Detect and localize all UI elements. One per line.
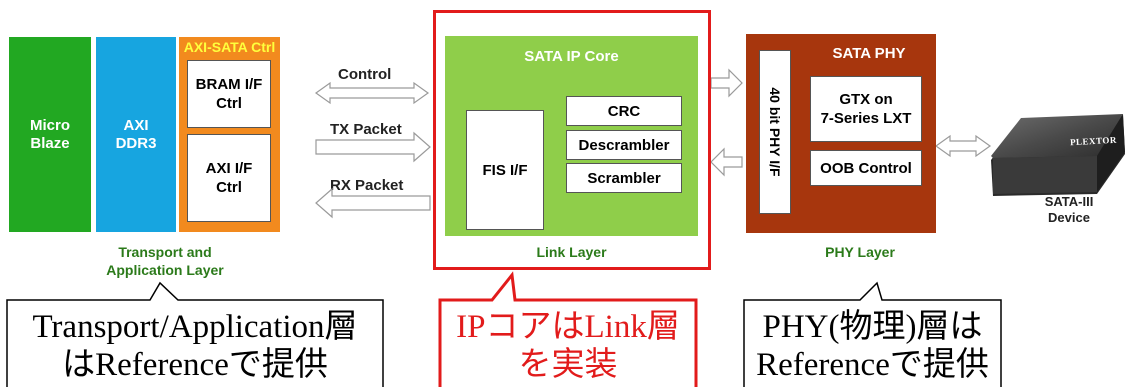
sata-ip-core-title: SATA IP Core — [524, 47, 619, 65]
middle-callout-bubble — [438, 271, 698, 387]
phy-to-core-arrow — [710, 147, 743, 177]
descrambler-box: Descrambler — [566, 130, 682, 160]
phy-if-box: 40 bit PHY I/F — [759, 50, 791, 214]
microblaze-label: Micro Blaze — [29, 116, 70, 152]
fis-if-box: FIS I/F — [466, 110, 544, 230]
microblaze-block: Micro Blaze — [9, 37, 91, 232]
sata-phy-block: SATA PHY 40 bit PHY I/F GTX on 7-Series … — [746, 34, 936, 233]
crc-label: CRC — [607, 102, 641, 120]
sata-phy-title: SATA PHY — [832, 44, 906, 62]
control-label: Control — [338, 66, 392, 83]
tx-packet-label: TX Packet — [330, 121, 402, 138]
scrambler-label: Scrambler — [587, 169, 661, 187]
bram-if-ctrl-box: BRAM I/F Ctrl — [187, 60, 271, 128]
sata-ip-core-block: SATA IP Core FIS I/F CRC Descrambler Scr… — [445, 36, 698, 236]
left-callout-text: Transport/Application層 はReferenceで提供 — [32, 309, 358, 383]
core-to-phy-arrow — [710, 68, 743, 98]
descrambler-label: Descrambler — [578, 136, 670, 154]
axi-sata-ctrl-block: AXI-SATA Ctrl BRAM I/F Ctrl AXI I/F Ctrl — [179, 37, 280, 232]
axi-ddr3-block: AXI DDR3 — [96, 37, 176, 232]
device-label: SATA-III Device — [1044, 194, 1094, 225]
bram-if-ctrl-label: BRAM I/F Ctrl — [195, 76, 263, 112]
gtx-label: GTX on 7-Series LXT — [820, 91, 912, 127]
gtx-box: GTX on 7-Series LXT — [810, 76, 922, 142]
rx-arrow — [315, 187, 431, 219]
middle-callout-text: IPコアはLink層 を実装 — [456, 309, 680, 383]
ssd-device-image — [991, 114, 1125, 196]
oob-control-label: OOB Control — [820, 159, 912, 177]
phy-device-arrow — [934, 134, 992, 158]
phy-layer-label: PHY Layer — [825, 244, 895, 260]
ip-core-highlight-frame — [433, 10, 711, 270]
axi-sata-ctrl-title: AXI-SATA Ctrl — [183, 39, 276, 55]
fis-if-label: FIS I/F — [482, 161, 528, 179]
scrambler-box: Scrambler — [566, 163, 682, 193]
right-callout-bubble — [743, 281, 1002, 387]
link-layer-label: Link Layer — [536, 244, 607, 260]
left-callout-bubble — [6, 281, 384, 387]
right-callout-text: PHY(物理)層は Referenceで提供 — [756, 309, 989, 383]
tx-arrow — [315, 131, 431, 163]
control-arrow — [314, 81, 430, 105]
axi-if-ctrl-label: AXI I/F Ctrl — [205, 160, 253, 196]
transport-layer-label: Transport and Application Layer — [106, 244, 224, 278]
rx-packet-label: RX Packet — [330, 177, 404, 194]
axi-ddr3-label: AXI DDR3 — [115, 116, 157, 152]
axi-if-ctrl-box: AXI I/F Ctrl — [187, 134, 271, 222]
oob-control-box: OOB Control — [810, 150, 922, 186]
crc-box: CRC — [566, 96, 682, 126]
